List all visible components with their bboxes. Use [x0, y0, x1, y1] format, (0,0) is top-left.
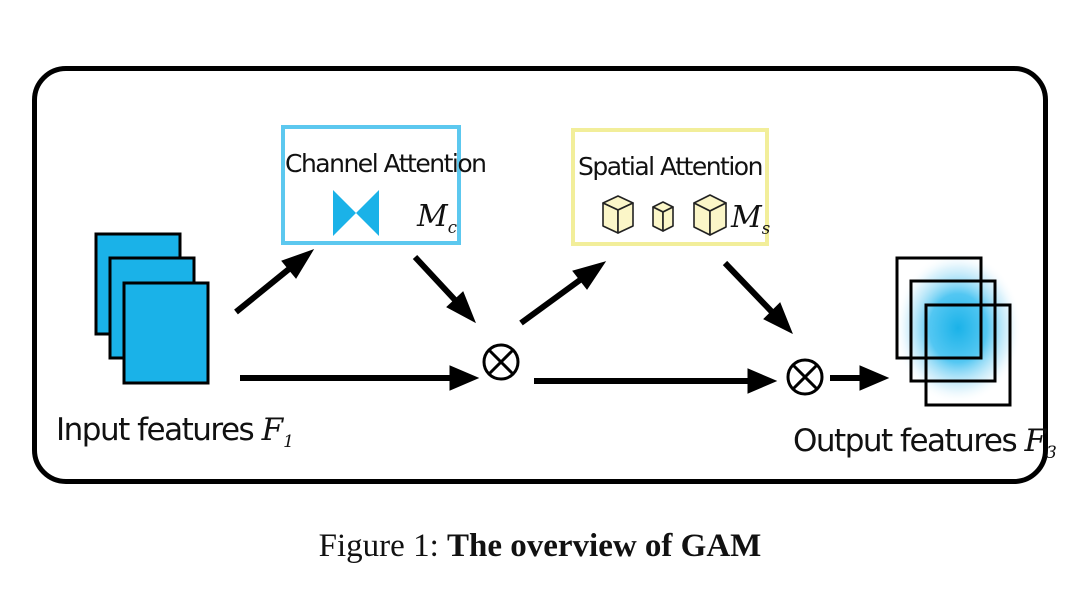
diagram-frame: [32, 66, 1048, 484]
arrowhead-icon: [859, 365, 890, 391]
figure-caption-title: The overview of GAM: [446, 528, 762, 564]
input-features-label: Input features F1: [56, 412, 294, 453]
cube-icons: [602, 194, 727, 236]
channel-attention-map-symbol: Mc: [417, 199, 457, 237]
output-feature-stack: [894, 252, 1022, 407]
cube-icon: [693, 194, 727, 236]
elementwise-multiply-1: [482, 343, 520, 381]
flow-arrows: [234, 249, 890, 394]
arrowhead-icon: [281, 249, 315, 279]
figure-caption-prefix: Figure 1:: [318, 528, 439, 564]
arrowhead-icon: [446, 291, 476, 324]
arrowhead-icon: [747, 368, 778, 394]
output-feature-map: [895, 256, 983, 360]
arrowhead-icon: [572, 261, 607, 290]
spatial-attention-title: Spatial Attention: [578, 152, 763, 181]
figure-caption: Figure 1: The overview of GAM: [0, 528, 1080, 565]
spatial-attention-map-symbol: Ms: [731, 200, 771, 238]
arrowhead-icon: [763, 302, 793, 335]
cube-icon: [602, 195, 634, 234]
input-features-symbol: F1: [261, 412, 294, 453]
channel-attention-title: Channel Attention: [285, 149, 487, 178]
input-feature-stack: [94, 232, 210, 385]
output-features-symbol: F3: [1024, 423, 1057, 464]
cube-icon: [652, 201, 674, 232]
output-features-label: Output features F3: [793, 423, 1057, 464]
bowtie-icon: [333, 190, 379, 236]
output-feature-map: [909, 279, 997, 383]
input-feature-map: [122, 281, 210, 385]
arrowhead-icon: [449, 365, 480, 391]
elementwise-multiply-2: [786, 358, 824, 396]
output-feature-map: [924, 303, 1012, 407]
